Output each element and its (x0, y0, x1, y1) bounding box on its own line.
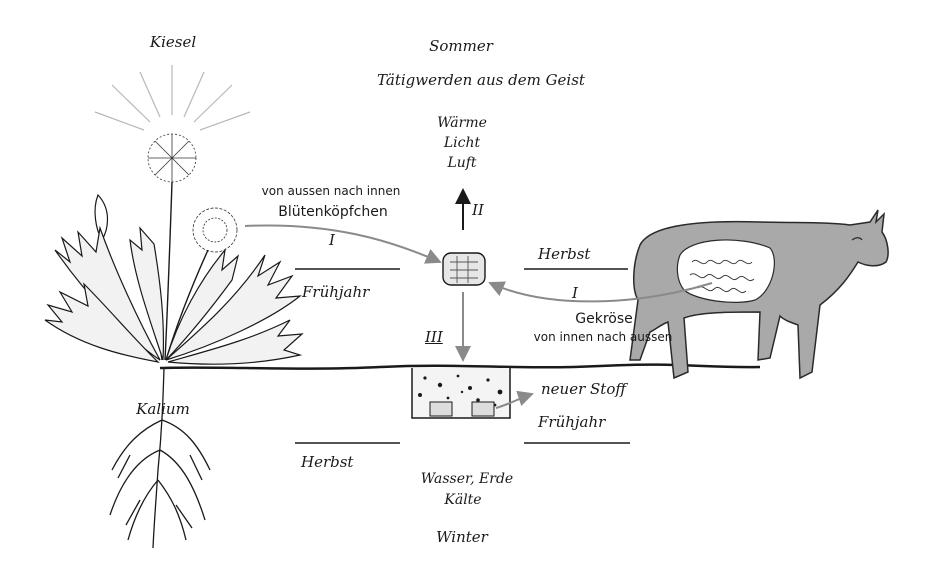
label-herbst-upper: Herbst (538, 245, 591, 263)
arrow-cow-to-bundle (488, 281, 713, 303)
label-bluetenkoepfchen: Blütenköpfchen (278, 204, 388, 220)
numeral-down: III (425, 328, 443, 346)
label-sommer: Sommer (429, 37, 493, 55)
season-dividers (295, 268, 630, 444)
label-luft: Luft (447, 155, 477, 171)
arrow-pit-out (495, 390, 534, 409)
seed-head-icon (147, 133, 197, 183)
label-fruehjahr-lower: Frühjahr (538, 413, 606, 431)
label-kiesel: Kiesel (149, 33, 197, 51)
label-von-aussen: von aussen nach innen (261, 184, 401, 198)
label-fruehjahr-upper: Frühjahr (302, 283, 370, 301)
label-neuer-stoff: neuer Stoff (541, 380, 626, 398)
label-herbst-lower: Herbst (301, 453, 354, 471)
sun-rays (94, 65, 251, 131)
label-wasser-erde: Wasser, Erde (420, 471, 514, 487)
numeral-left: I (329, 231, 335, 249)
cow-figure (629, 209, 889, 380)
numeral-right: I (572, 284, 578, 302)
label-von-innen: von innen nach aussen (533, 330, 673, 344)
label-kalium: Kalium (136, 400, 190, 418)
flower-head-icon (192, 207, 238, 253)
label-winter: Winter (436, 528, 488, 546)
label-kaelte: Kälte (444, 492, 482, 508)
numeral-up: II (472, 201, 484, 219)
label-gekroese: Gekröse (575, 311, 633, 327)
label-taetigwerden: Tätigwerden aus dem Geist (377, 71, 585, 89)
preparation-bundle-icon (442, 252, 486, 286)
label-licht: Licht (443, 135, 481, 151)
intestine-icon (689, 259, 755, 293)
label-waerme: Wärme (437, 115, 487, 131)
dandelion-plant (44, 133, 304, 549)
arrow-flower-to-bundle (244, 224, 442, 264)
compost-pit (411, 368, 511, 419)
